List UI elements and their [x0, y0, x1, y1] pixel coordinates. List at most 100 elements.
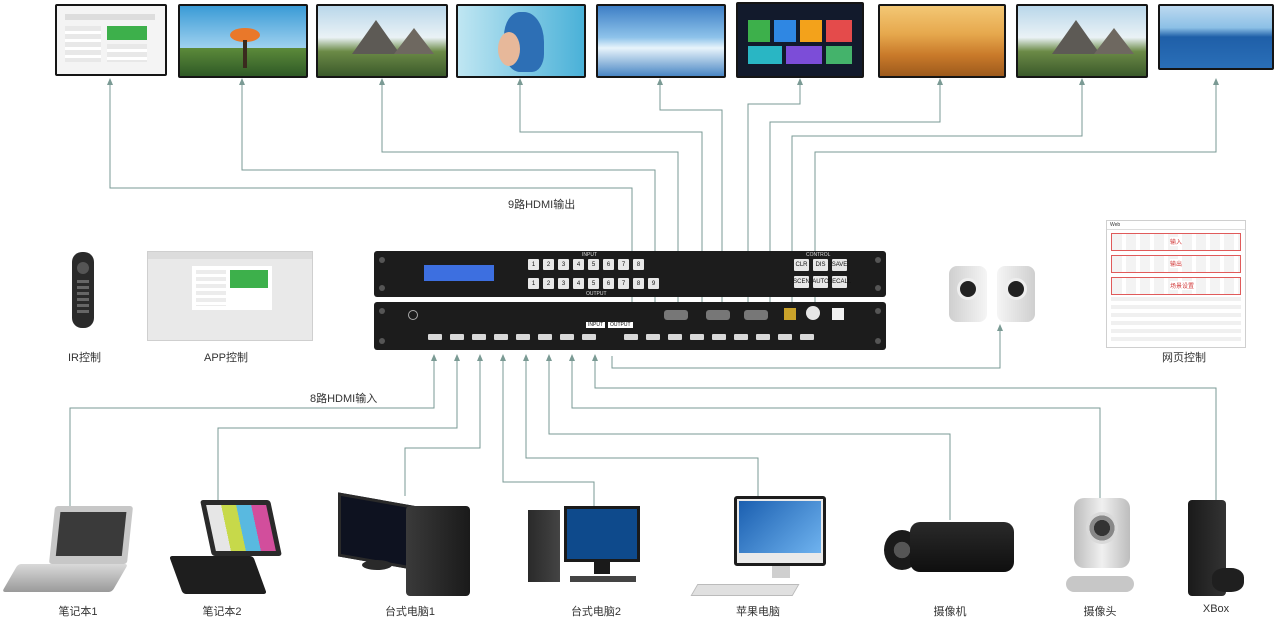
ir-control-label: IR控制 — [68, 352, 101, 364]
output-button: 8 — [633, 278, 644, 289]
output-button: 7 — [618, 278, 629, 289]
hdmi-output-port — [668, 334, 682, 340]
control-button: RECALL — [828, 276, 851, 288]
rj45-port — [784, 308, 796, 320]
ports-output-label: OUTPUT — [608, 322, 633, 328]
control-button: CLR — [794, 259, 809, 271]
hdmi-input-port — [538, 334, 552, 340]
desktop-2 — [528, 506, 660, 584]
display-7 — [878, 4, 1006, 78]
web-panel: Web 输入输出场景设置 — [1106, 220, 1246, 348]
output-button: 6 — [603, 278, 614, 289]
source-label: 台式电脑2 — [570, 606, 622, 618]
hdmi-input-port — [472, 334, 486, 340]
control-button: AUTO — [812, 276, 829, 288]
web-panel-title: Web — [1110, 222, 1121, 228]
hdmi-input-port — [450, 334, 464, 340]
hdmi-output-port — [756, 334, 770, 340]
hdmi-output-port — [734, 334, 748, 340]
camcorder — [884, 514, 1014, 580]
control-button: SAVE — [832, 259, 847, 271]
web-panel-row-label: 场景设置 — [1170, 281, 1195, 290]
source-label: 笔记本1 — [58, 606, 98, 618]
vga-port — [706, 310, 730, 320]
input-button: 5 — [588, 259, 599, 270]
hdmi-input-ports — [428, 334, 596, 340]
speaker-right — [997, 266, 1035, 322]
laptop-1 — [1, 506, 134, 594]
hdmi-input-port — [582, 334, 596, 340]
hdmi-input-port — [428, 334, 442, 340]
vga-port — [744, 310, 768, 320]
web-panel-row: 输入 — [1111, 233, 1241, 251]
matrix-rear-panel: INPUT OUTPUT — [374, 302, 886, 350]
input-button: 4 — [573, 259, 584, 270]
lcd-display — [424, 265, 494, 281]
web-panel-row: 输出 — [1111, 255, 1241, 273]
output-label: OUTPUT — [586, 291, 607, 297]
hdmi-output-port — [646, 334, 660, 340]
hdmi-output-ports — [624, 334, 814, 340]
app-control-label: APP控制 — [204, 352, 249, 364]
source-label: 笔记本2 — [202, 606, 242, 618]
control-button: DIS — [813, 259, 828, 271]
input-button: 7 — [618, 259, 629, 270]
display-8 — [1016, 4, 1148, 78]
input-button: 8 — [633, 259, 644, 270]
hdmi-output-port — [624, 334, 638, 340]
panel-screw — [379, 285, 385, 291]
input-button: 6 — [603, 259, 614, 270]
panel-screw — [875, 308, 881, 314]
hdmi-output-port — [690, 334, 704, 340]
app-screenshot — [147, 251, 313, 341]
xbox — [1184, 500, 1246, 598]
panel-screw — [875, 285, 881, 291]
laptop-2 — [169, 500, 282, 598]
webcam — [1066, 498, 1134, 594]
input-caption: 8路HDMI输入 — [310, 393, 378, 405]
input-label: INPUT — [582, 252, 597, 258]
source-label: 摄像头 — [1083, 606, 1117, 618]
output-button: 1 — [528, 278, 539, 289]
web-panel-row: 场景设置 — [1111, 277, 1241, 295]
output-button: 3 — [558, 278, 569, 289]
source-label: 摄像机 — [933, 606, 967, 618]
speaker-left — [949, 266, 987, 322]
display-9 — [1158, 4, 1274, 70]
hdmi-output-port — [712, 334, 726, 340]
panel-screw — [379, 338, 385, 344]
panel-screw — [875, 338, 881, 344]
hdmi-output-port — [800, 334, 814, 340]
display-5 — [596, 4, 726, 78]
input-button: 1 — [528, 259, 539, 270]
output-button: 4 — [573, 278, 584, 289]
display-6 — [736, 2, 864, 78]
output-caption: 9路HDMI输出 — [508, 199, 576, 211]
input-button: 3 — [558, 259, 569, 270]
vga-port — [664, 310, 688, 320]
panel-screw — [875, 257, 881, 263]
web-panel-row-label: 输入 — [1170, 237, 1183, 246]
ir-remote — [72, 252, 94, 328]
hdmi-output-port — [778, 334, 792, 340]
desktop-1 — [338, 492, 474, 600]
power-port — [806, 306, 820, 320]
web-panel-row-label: 输出 — [1170, 259, 1183, 268]
source-label: XBox — [1202, 603, 1230, 615]
control-button: SCEN — [793, 276, 810, 288]
source-label: 台式电脑1 — [384, 606, 436, 618]
imac — [690, 496, 826, 600]
display-1 — [55, 4, 167, 76]
web-control-label: 网页控制 — [1162, 352, 1206, 364]
input-button: 2 — [543, 259, 554, 270]
hdmi-input-port — [560, 334, 574, 340]
display-3 — [316, 4, 448, 78]
output-button: 9 — [648, 278, 659, 289]
hdmi-input-port — [494, 334, 508, 340]
